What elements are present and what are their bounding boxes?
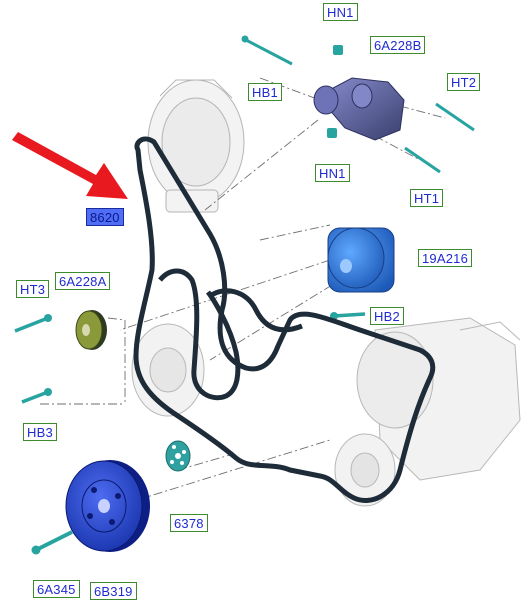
tensioner-6a228b: [313, 77, 405, 141]
label-8620[interactable]: 8620: [86, 208, 124, 226]
bolt-6a345: [31, 530, 73, 555]
ghost-compressor: [334, 317, 521, 507]
label-6378[interactable]: 6378: [170, 514, 208, 532]
bolt-hb3: [21, 388, 52, 404]
bolt-ht1: [404, 146, 441, 174]
nut-hn1-mid: [327, 128, 337, 138]
ghost-alternator: [147, 79, 245, 213]
label-hn1-mid[interactable]: HN1: [315, 164, 350, 182]
label-ht3[interactable]: HT3: [16, 280, 50, 298]
crank-pulley-6b319: [65, 460, 150, 552]
bolt-ht2: [435, 102, 475, 132]
bolt-hb1: [241, 35, 293, 66]
idler-pulley-6a228a: [75, 310, 107, 350]
label-ht2[interactable]: HT2: [447, 73, 481, 91]
label-6b319[interactable]: 6B319: [90, 582, 137, 600]
label-6a228a[interactable]: 6A228A: [55, 272, 111, 290]
drive-belt-8620: [133, 136, 436, 503]
indicator-arrow: [12, 132, 128, 199]
label-hb2[interactable]: HB2: [370, 307, 404, 325]
label-hb1[interactable]: HB1: [248, 83, 282, 101]
label-hb3[interactable]: HB3: [23, 423, 57, 441]
nut-hn1-top: [333, 45, 343, 55]
spacer-6378: [165, 440, 191, 472]
water-pump-19a216: [327, 227, 395, 293]
label-6a228b[interactable]: 6A228B: [370, 36, 426, 54]
label-ht1[interactable]: HT1: [410, 189, 444, 207]
label-19a216[interactable]: 19A216: [418, 249, 473, 267]
label-6a345[interactable]: 6A345: [33, 580, 80, 598]
label-hn1-top[interactable]: HN1: [323, 3, 358, 21]
bolt-ht3: [14, 314, 52, 333]
